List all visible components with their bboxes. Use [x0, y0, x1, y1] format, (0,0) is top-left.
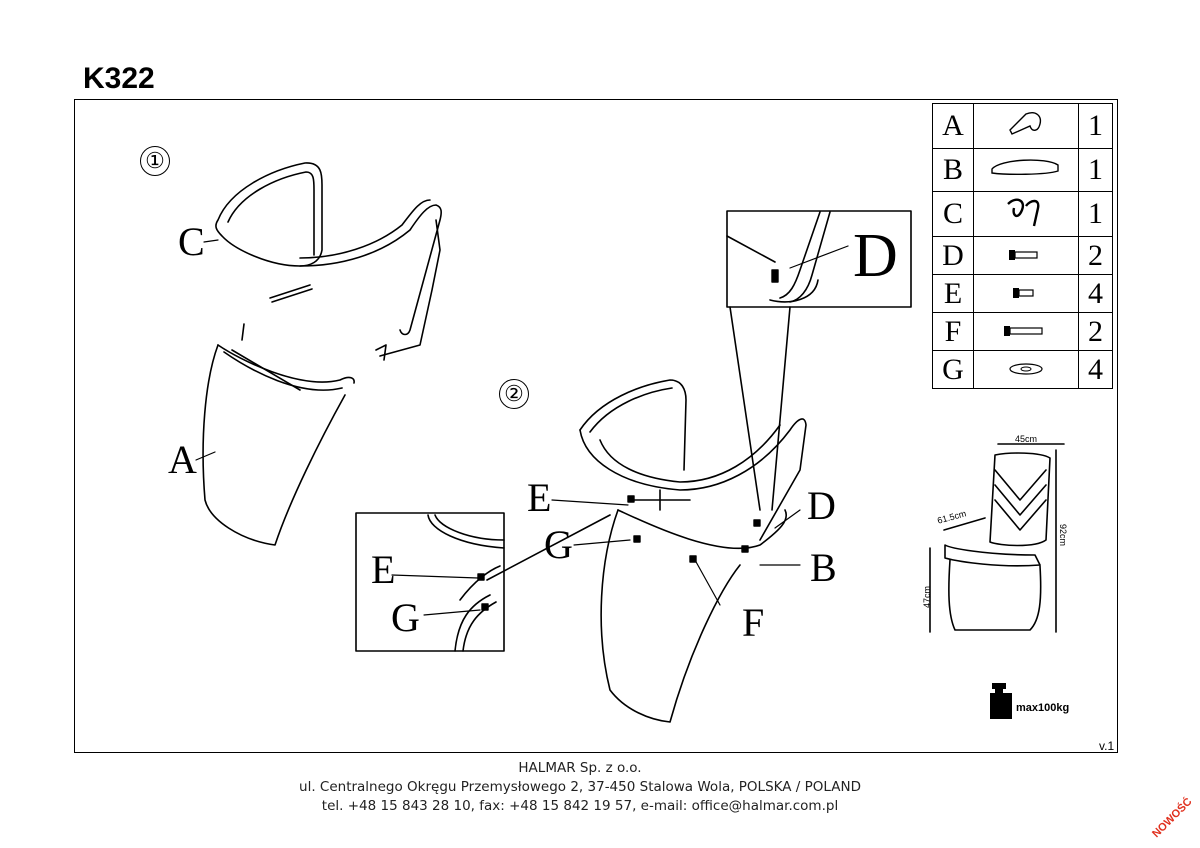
- version-label: v.1: [1099, 739, 1115, 753]
- footer-contact: tel. +48 15 843 28 10, fax: +48 15 842 1…: [321, 798, 839, 814]
- detail-d-inset: [726, 210, 912, 511]
- part-row: F 2: [932, 312, 1113, 351]
- callout-e-detail: E: [371, 547, 396, 592]
- part-qty: 2: [1078, 312, 1113, 351]
- part-qty: 1: [1078, 103, 1113, 149]
- callout-e-main: E: [527, 475, 552, 520]
- frame-icon: [973, 191, 1079, 237]
- part-row: B 1: [932, 148, 1113, 192]
- washer-icon: [973, 350, 1079, 389]
- part-qty: 2: [1078, 236, 1113, 275]
- part-label: A: [932, 103, 974, 149]
- frame-c-drawing: [215, 162, 442, 361]
- step-2-marker: ②: [499, 379, 529, 409]
- callout-g-main: G: [544, 522, 573, 567]
- part-row: C 1: [932, 191, 1113, 237]
- part-qty: 1: [1078, 148, 1113, 192]
- dim-seat-height: 47cm: [922, 585, 933, 609]
- dimension-chair-drawing: [929, 443, 1065, 633]
- callout-f: F: [742, 600, 765, 645]
- callout-d-detail: D: [853, 222, 898, 290]
- assembly-step2-drawing: [579, 379, 807, 723]
- model-title: K322: [83, 62, 155, 95]
- callout-a: A: [168, 437, 197, 482]
- part-qty: 4: [1078, 274, 1113, 313]
- part-qty: 1: [1078, 191, 1113, 237]
- callout-g-detail: G: [391, 595, 420, 640]
- part-qty: 4: [1078, 350, 1113, 389]
- parts-table: A 1 B 1 C 1 D 2 E 4 F 2 G 4: [932, 103, 1113, 389]
- callout-b: B: [810, 545, 837, 590]
- bolt-short-icon: [973, 274, 1079, 313]
- footer-address: ul. Centralnego Okręgu Przemysłowego 2, …: [299, 779, 861, 795]
- bolt-long-icon: [973, 312, 1079, 351]
- backrest-icon: [973, 103, 1079, 149]
- callout-d-main: D: [807, 483, 836, 528]
- part-label: F: [932, 312, 974, 351]
- part-label: E: [932, 274, 974, 313]
- part-label: D: [932, 236, 974, 275]
- weight-icon: [990, 683, 1012, 719]
- callout-c: C: [178, 219, 205, 264]
- part-row: A 1: [932, 103, 1113, 149]
- part-row: G 4: [932, 350, 1113, 389]
- bolt-medium-icon: [973, 236, 1079, 275]
- max-load-text: max100kg: [1016, 702, 1070, 714]
- part-label: G: [932, 350, 974, 389]
- instruction-frame: [74, 99, 1118, 753]
- dim-height: 92cm: [1058, 523, 1069, 547]
- dim-width: 45cm: [1015, 434, 1038, 444]
- footer-company: HALMAR Sp. z o.o.: [518, 760, 642, 776]
- part-label: C: [932, 191, 974, 237]
- part-row: D 2: [932, 236, 1113, 275]
- seat-icon: [973, 148, 1079, 192]
- part-row: E 4: [932, 274, 1113, 313]
- backrest-a-drawing: [202, 323, 355, 546]
- part-label: B: [932, 148, 974, 192]
- max-load-badge: max100kg: [994, 682, 1094, 732]
- step-1-marker: ①: [140, 146, 170, 176]
